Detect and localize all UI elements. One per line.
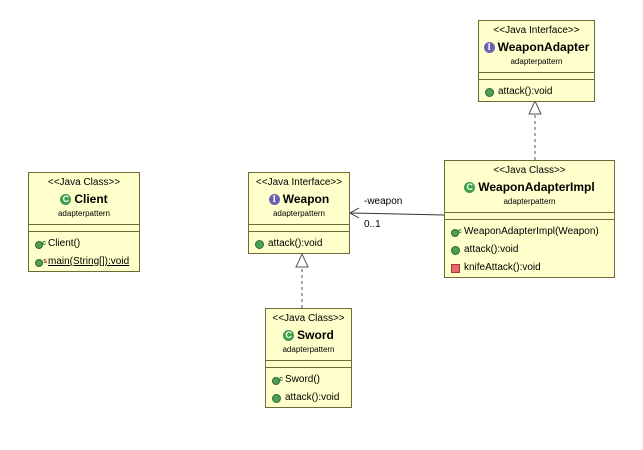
association-line-weapon (349, 212, 445, 216)
static-method-icon: s (35, 258, 47, 267)
association-role-label: -weapon (364, 196, 403, 207)
package-label: adapterpattern (503, 197, 556, 206)
realization-arrowhead-sword (295, 252, 309, 268)
attributes-compartment (479, 73, 594, 80)
method-attack[interactable]: attack():void (255, 235, 349, 253)
attributes-compartment (249, 225, 349, 232)
package-label: adapterpattern (272, 209, 326, 218)
public-method-icon (451, 245, 460, 255)
class-name: WeaponAdapter (497, 40, 590, 54)
public-method-icon (255, 239, 264, 249)
private-method-icon (451, 263, 460, 273)
interface-icon: I (268, 193, 280, 205)
class-icon: C (464, 181, 476, 193)
stereotype-label: <<Java Class>> (47, 177, 121, 188)
class-name: WeaponAdapterImpl (478, 180, 595, 194)
constructor-icon: c (451, 228, 462, 237)
class-icon: C (60, 193, 72, 205)
stereotype-label: <<Java Interface>> (255, 177, 343, 188)
package-label: adapterpattern (282, 345, 335, 354)
stereotype-label: <<Java Class>> (493, 165, 566, 176)
stereotype-label: <<Java Class>> (272, 313, 345, 324)
package-label: adapterpattern (510, 57, 563, 66)
method-attack[interactable]: attack():void (272, 389, 351, 407)
public-method-icon (272, 393, 281, 403)
class-icon: C (283, 329, 295, 341)
constructor-icon: c (35, 240, 46, 249)
association-multiplicity-label: 0..1 (364, 219, 381, 230)
class-name: Weapon (282, 192, 330, 206)
attributes-compartment (445, 213, 614, 220)
constructor-icon: c (272, 376, 283, 385)
attributes-compartment (29, 225, 139, 232)
attributes-compartment (266, 361, 351, 368)
package-label: adapterpattern (57, 209, 111, 218)
class-name: Sword (297, 328, 334, 342)
public-method-icon (485, 87, 494, 97)
association-arrowhead-weapon (348, 207, 360, 219)
stereotype-label: <<Java Interface>> (493, 25, 580, 36)
method-knife-attack[interactable]: knifeAttack():void (451, 259, 614, 277)
interface-icon: I (483, 41, 495, 53)
method-attack[interactable]: attack():void (485, 83, 594, 101)
realization-arrowhead-adapterimpl (528, 99, 542, 115)
method-attack[interactable]: attack():void (451, 241, 614, 259)
class-name: Client (74, 192, 108, 206)
